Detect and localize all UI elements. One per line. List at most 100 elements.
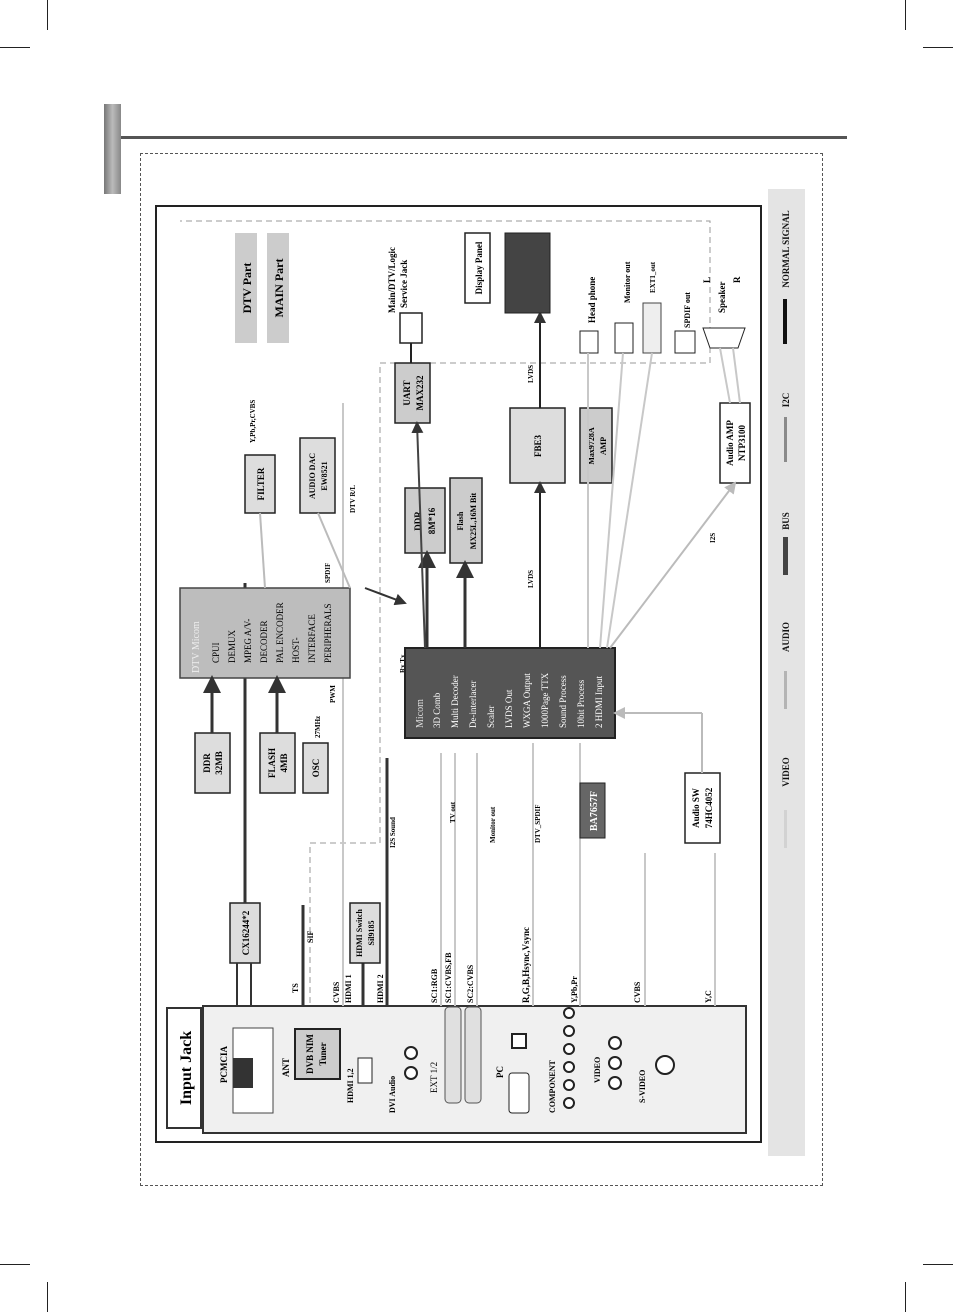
sc1rgb-label: SC1:RGB — [430, 968, 439, 1003]
scart-icon — [444, 1006, 462, 1104]
legend-normal-swatch — [783, 299, 787, 344]
legend-normal-label: NORMAL SIGNAL — [781, 210, 791, 288]
legend-i2c-label: I2C — [781, 392, 791, 408]
hdmi-switch-label-2: Sil9185 — [367, 921, 376, 946]
vga-port-icon — [508, 1072, 530, 1114]
max9728-label-1: Max9728A — [587, 427, 596, 465]
ddr32-box — [194, 732, 231, 794]
speaker-r-label: R — [732, 276, 742, 283]
legend-video-label: VIDEO — [781, 757, 791, 787]
hdmi12-label: HDMI 1,2 — [346, 1068, 355, 1103]
svg-text:LVDS Out: LVDS Out — [504, 689, 514, 728]
ext1-scart-icon — [642, 302, 662, 354]
crop-mark — [0, 47, 30, 48]
svg-text:CPUI: CPUI — [211, 642, 221, 663]
uart-label-2: MAX232 — [415, 375, 425, 410]
i2s-sound-label: I2S Sound — [389, 817, 397, 848]
svg-text:Sound Process: Sound Process — [558, 675, 568, 728]
audio-lines — [259, 481, 737, 649]
flash16-label-1: Flash — [456, 511, 465, 530]
cx16244-label: CX16244*2 — [241, 910, 251, 955]
sc1cvbs-label: SC1:CVBS,FB — [444, 952, 453, 1003]
main-part-badge — [267, 233, 289, 343]
audio-amp-label-2: NTP3100 — [737, 425, 747, 462]
ts-label: TS — [291, 983, 300, 993]
crop-mark — [47, 0, 48, 30]
audio-sw-label-2: 74HC4052 — [704, 787, 714, 828]
cvbs-label: CVBS — [332, 981, 341, 1003]
pc-audio-jack-icon — [511, 1033, 527, 1049]
dtv-part-badge — [235, 233, 257, 343]
ddr8-box — [404, 487, 446, 554]
head-phone-jack-icon — [579, 330, 599, 354]
ddr8-label-1: DDR — [413, 511, 423, 531]
lvds-label-2: LVDS — [527, 365, 535, 383]
svg-text:DECODER: DECODER — [259, 621, 269, 664]
header-rule — [121, 136, 847, 139]
dvi-audio-label: DVI Audio — [388, 1076, 397, 1113]
svg-text:PAL ENCODER: PAL ENCODER — [275, 602, 285, 663]
dtv-part-label: DTV Part — [240, 263, 254, 314]
lvds-label-1: LVDS — [527, 570, 535, 588]
component-label: COMPONENT — [548, 1059, 557, 1113]
crop-mark — [905, 0, 906, 30]
dtv-rl-label: DTV R/L — [349, 485, 357, 513]
hdmi-switch-label-1: HDMI Switch — [355, 909, 364, 957]
legend-bus-label: BUS — [781, 512, 791, 530]
svg-text:3D Comb: 3D Comb — [432, 692, 442, 728]
rxtx-label: Rx,Tx — [399, 654, 407, 673]
ba7657f-label: BA7657F — [589, 791, 600, 831]
legend-i2c-swatch — [784, 417, 787, 462]
video-jacks-icon — [608, 1036, 622, 1090]
osc-box — [302, 742, 329, 794]
ddr32-label-1: DDR — [202, 753, 212, 773]
cvbs2-label: CVBS — [633, 981, 642, 1003]
svideo-label: S-VIDEO — [638, 1070, 647, 1103]
service-jack-icon — [399, 312, 423, 344]
monitor-out-jack-icon — [614, 322, 634, 354]
legend: VIDEO AUDIO BUS I2C NORMAL SIGNAL — [768, 189, 805, 1156]
rxtx-arrow — [364, 587, 407, 606]
dtv-spdif-label: DTV_SPDIF — [534, 804, 542, 843]
yc-label: Y,C — [704, 990, 713, 1003]
legend-bus-swatch — [783, 537, 788, 575]
pcmcia-label: PCMCIA — [219, 1046, 229, 1083]
legend-audio-label: AUDIO — [781, 622, 791, 653]
audio-dac-label-1: AUDIO DAC — [308, 453, 317, 499]
legend-video-swatch — [784, 810, 787, 848]
flash4-label-1: FLASH — [267, 748, 277, 778]
uart-arrow — [411, 421, 426, 649]
tv-out-label: TV out — [449, 801, 457, 823]
spdif-out-label: SPDIF out — [683, 292, 692, 328]
ypbpr-label: Y,Pb,Pr — [570, 976, 579, 1003]
main-part-label: MAIN Part — [272, 259, 286, 318]
legend-audio-swatch — [784, 671, 787, 709]
dtv-micom-title: DTV Micom — [191, 621, 202, 673]
ba7657f-box — [579, 782, 606, 839]
scart-icon — [464, 1006, 482, 1104]
flash4-label-2: 4MB — [279, 754, 289, 773]
head-phone-label: Head phone — [587, 277, 597, 323]
tuner-label-1: DVB NIM — [305, 1034, 315, 1074]
speaker-label: Speaker — [717, 281, 727, 313]
svg-text:WXGA Output: WXGA Output — [522, 673, 532, 728]
tuner-label-2: Tuner — [318, 1042, 328, 1065]
header-bar — [104, 104, 121, 194]
ext12-label: EXT 1/2 — [429, 1062, 439, 1093]
dvi-audio-jack-icon — [404, 1046, 418, 1060]
micom-box — [404, 647, 616, 739]
svg-text:MPEG A/V-: MPEG A/V- — [243, 619, 253, 663]
crop-mark — [923, 47, 953, 48]
audio-dac-label-2: EW8521 — [320, 461, 329, 490]
block-diagram: Input Jack PCMCIA DVB NIM Tuner ANT HDMI… — [153, 203, 764, 1145]
i2s-label: I2S — [709, 533, 717, 543]
spdif-label: SPDIF — [324, 563, 332, 583]
crop-mark — [905, 1282, 906, 1312]
filter-label: FILTER — [256, 467, 266, 500]
svideo-jack-icon — [655, 1055, 675, 1075]
dvi-audio-jack-icon — [404, 1066, 418, 1080]
svg-text:DEMUX: DEMUX — [227, 630, 237, 663]
mhz-label: 27MHz — [314, 716, 322, 738]
pc-label: PC — [495, 1066, 505, 1078]
